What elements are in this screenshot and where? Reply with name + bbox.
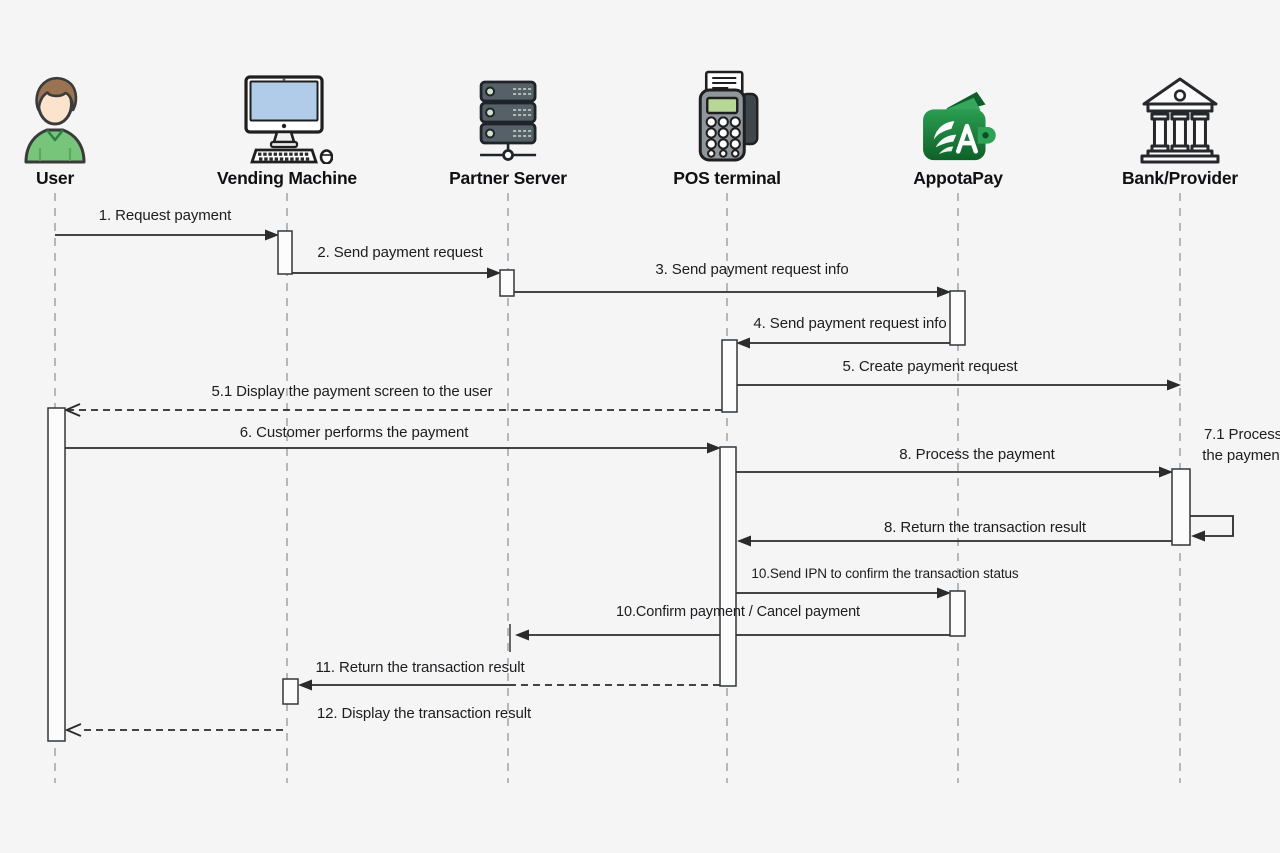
arrow-8-process-payment <box>736 466 1173 478</box>
message-label-7-1: 7.1 Process the payment <box>1202 426 1280 464</box>
arrow-11-return-transaction-result <box>298 679 720 691</box>
activation-appotapay-1 <box>949 290 966 346</box>
actor-label-bank-provider: Bank/Provider <box>1121 168 1239 188</box>
actor-label-pos-terminal: POS terminal <box>673 168 781 188</box>
arrow-4-send-payment-request-info <box>736 337 950 349</box>
activation-pos-terminal-1 <box>721 339 738 413</box>
lifelines <box>54 193 1181 783</box>
message-label-10-confirm: 10.Confirm payment / Cancel payment <box>616 604 860 620</box>
arrow-5-create-payment-request <box>737 379 1181 391</box>
arrow-1-request-payment <box>55 229 279 241</box>
arrow-10-confirm-cancel-payment <box>509 624 950 652</box>
message-label-8: 8. Process the payment <box>899 446 1055 463</box>
activation-user <box>47 407 66 742</box>
arrow-3-send-payment-request-info <box>514 286 951 298</box>
message-label-4: 4. Send payment request info <box>753 315 947 332</box>
actor-label-partner-server: Partner Server <box>449 168 567 188</box>
arrow-7-1-self-process-payment <box>1190 515 1234 542</box>
arrow-2-send-payment-request <box>292 267 501 279</box>
activation-appotapay-2 <box>949 590 966 637</box>
actor-label-appotapay: AppotaPay <box>913 168 1003 188</box>
message-label-5: 5. Create payment request <box>842 358 1018 375</box>
actor-bank-provider: Bank/Provider <box>1122 72 1238 189</box>
message-label-1: 1. Request payment <box>98 207 232 224</box>
arrow-6-customer-performs-payment <box>65 442 721 454</box>
activation-bars <box>47 230 1191 742</box>
actor-vending-machine: Vending Machine <box>217 72 357 189</box>
message-label-6: 6. Customer performs the payment <box>239 424 469 441</box>
activation-pos-terminal-2 <box>719 446 737 687</box>
actor-partner-server: Partner Server <box>449 72 567 189</box>
message-label-10-ipn: 10.Send IPN to confirm the transaction s… <box>751 566 1019 581</box>
user-icon <box>20 72 90 164</box>
message-label-12: 12. Display the transaction result <box>316 705 532 722</box>
arrow-5-1-display-payment-screen <box>63 403 722 417</box>
pos-terminal-icon <box>673 70 781 164</box>
arrow-8-return-transaction-result <box>737 535 1172 547</box>
activation-vending-machine-2 <box>282 678 299 705</box>
actor-user: User <box>20 72 90 189</box>
bank-icon <box>1122 72 1238 164</box>
appotapay-wallet-icon <box>913 72 1003 164</box>
message-arrows <box>55 229 1234 737</box>
message-label-2: 2. Send payment request <box>317 244 483 261</box>
actor-appotapay: AppotaPay <box>913 72 1003 189</box>
activation-partner-server-1 <box>499 269 515 297</box>
arrow-10-send-ipn <box>736 587 951 599</box>
activation-vending-machine-1 <box>277 230 293 275</box>
computer-icon <box>217 72 357 164</box>
message-label-11: 11. Return the transaction result <box>315 659 525 676</box>
actor-label-vending-machine: Vending Machine <box>217 168 357 188</box>
actor-label-user: User <box>35 168 75 188</box>
actor-pos-terminal: POS terminal <box>673 70 781 189</box>
message-label-3: 3. Send payment request info <box>655 261 849 278</box>
activation-bank <box>1171 468 1191 546</box>
server-icon <box>449 72 567 164</box>
arrow-12-display-transaction-result <box>64 723 283 737</box>
message-label-8-return: 8. Return the transaction result <box>884 519 1086 536</box>
message-label-5-1: 5.1 Display the payment screen to the us… <box>211 383 493 400</box>
